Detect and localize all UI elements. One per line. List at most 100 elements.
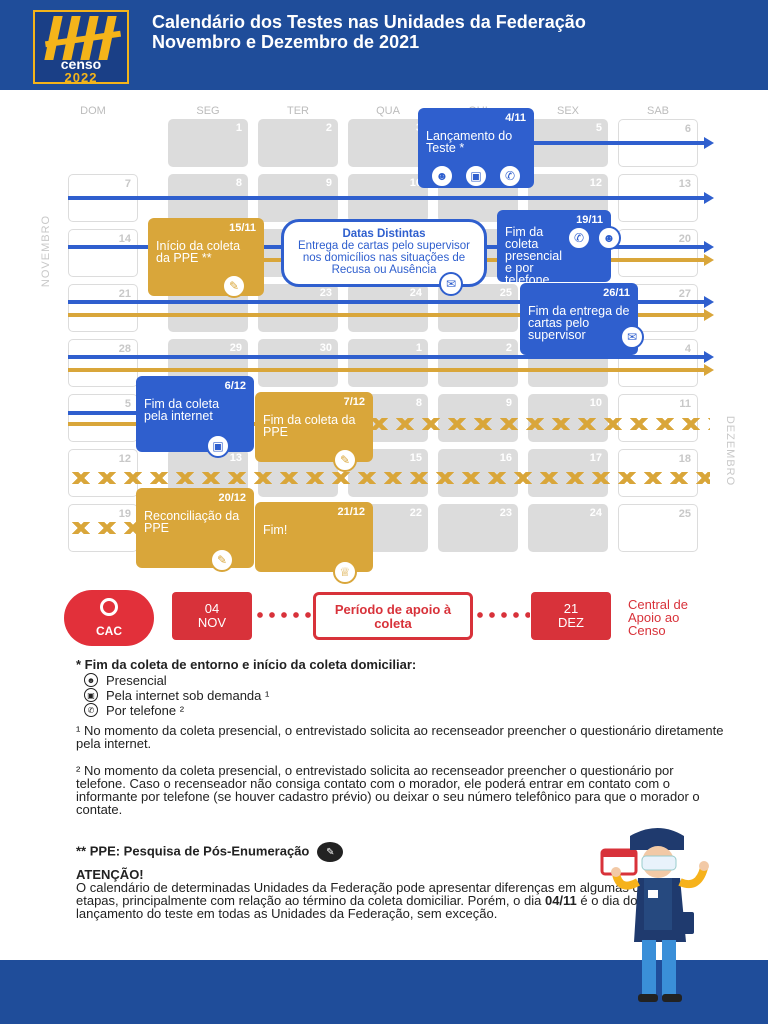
day-number: 17	[589, 452, 602, 464]
page-title: Calendário dos Testes nas Unidades da Fe…	[152, 12, 586, 52]
calendar-day-cell: 25	[618, 504, 698, 552]
ppe-icon: ✎	[210, 548, 234, 572]
census-agent-illustration	[600, 828, 709, 1002]
day-number: 15	[409, 452, 422, 464]
day-number: 20	[678, 233, 691, 245]
event-launch: 4/11 Lançamento do Teste * ☻ ▣ ✆	[418, 108, 534, 188]
support-period-box: Período de apoio à coleta	[313, 592, 473, 640]
dotted-connector	[474, 612, 530, 618]
ppe-icon: ✎	[222, 274, 246, 298]
legend-telefone: Por telefone ²	[106, 702, 185, 718]
distinct-dates-bubble: Datas Distintas Entrega de cartas pelo s…	[281, 219, 487, 296]
calendar-day-cell: 28	[68, 339, 138, 387]
day-number: 5	[595, 122, 602, 134]
day-number: 23	[319, 287, 332, 299]
support-end-date: 21 DEZ	[531, 592, 611, 640]
event-ppe-end: 7/12 Fim da coleta da PPE ✎	[255, 392, 373, 472]
dotted-connector	[254, 612, 312, 618]
timeline-line	[68, 411, 148, 415]
day-number: 9	[505, 397, 512, 409]
footnote-2: ² No momento da coleta presencial, o ent…	[76, 763, 700, 817]
day-name-seg: SEG	[196, 105, 220, 117]
ppe-note: ** PPE: Pesquisa de Pós-Enumeração✎	[76, 842, 726, 862]
legend-internet: Pela internet sob demanda ¹	[106, 687, 270, 703]
day-number: 18	[678, 453, 691, 465]
calendar-day-cell: 3	[348, 119, 428, 167]
calendar-day-cell: 1	[348, 339, 428, 387]
day-number: 25	[678, 508, 691, 520]
arrow-icon	[704, 137, 714, 149]
event-letters-end: 26/11 Fim da entrega de cartas pelo supe…	[520, 283, 644, 355]
person-icon: ☻	[430, 164, 454, 188]
calendar-day-cell: 30	[258, 339, 338, 387]
calendar-day-cell: 21	[68, 284, 138, 332]
computer-icon: ▣	[206, 434, 230, 458]
censo-logo: censo 2022	[33, 10, 129, 84]
day-number: 5	[124, 398, 131, 410]
day-number: 19	[118, 508, 131, 520]
star-note: * Fim da coleta de entorno e início da c…	[76, 657, 417, 718]
day-number: 24	[409, 287, 422, 299]
envelope-icon: ✉	[620, 325, 644, 349]
calendar-day-cell: 14	[68, 229, 138, 277]
day-number: 27	[678, 288, 691, 300]
calendar-day-cell: 24	[348, 284, 428, 332]
day-number: 2	[325, 122, 332, 134]
calendar-day-cell: 23	[258, 284, 338, 332]
cac-badge: CAC	[64, 590, 154, 646]
day-number: 14	[118, 233, 131, 245]
timeline-line	[68, 313, 704, 317]
trophy-icon: ♕	[333, 560, 357, 584]
day-number: 4	[684, 343, 691, 355]
month-label-december: DEZEMBRO	[724, 415, 737, 487]
phone-icon: ✆	[498, 164, 522, 188]
arrow-icon	[704, 192, 714, 204]
dashed-timeline	[68, 472, 710, 484]
event-ppe-reconcile: 20/12 Reconciliação da PPE ✎	[136, 488, 254, 572]
logo-tally-icon	[44, 16, 122, 60]
computer-icon: ▣	[84, 688, 98, 702]
day-number: 24	[589, 507, 602, 519]
day-number: 25	[499, 287, 512, 299]
ppe-icon: ✎	[333, 448, 357, 472]
person-icon: ☻	[597, 226, 621, 250]
day-name-qua: QUA	[376, 105, 400, 117]
day-number: 11	[679, 398, 691, 410]
day-number: 9	[325, 177, 332, 189]
timeline-line	[68, 355, 704, 359]
day-number: 30	[319, 342, 332, 354]
timeline-line	[68, 196, 704, 200]
day-number: 21	[118, 288, 131, 300]
computer-icon: ▣	[464, 164, 488, 188]
headset-icon	[100, 598, 118, 616]
timeline-line	[68, 368, 704, 372]
day-number: 23	[499, 507, 512, 519]
day-number: 8	[415, 397, 422, 409]
legend-presencial: Presencial	[106, 672, 167, 688]
calendar-day-cell: 23	[438, 504, 518, 552]
person-icon: ☻	[84, 673, 98, 687]
day-name-dom: DOM	[80, 105, 106, 117]
arrow-icon	[704, 351, 714, 363]
calendar-day-cell: 20	[618, 229, 698, 277]
phone-icon: ✆	[84, 703, 98, 717]
calendar-day-cell: 5	[68, 394, 138, 442]
day-number: 22	[409, 507, 422, 519]
arrow-icon	[704, 309, 714, 321]
arrow-icon	[704, 254, 714, 266]
header-banner: censo 2022 Calendário dos Testes nas Uni…	[0, 0, 768, 90]
event-finish: 21/12 Fim! ♕	[255, 502, 373, 584]
envelope-icon: ✉	[439, 272, 463, 296]
day-name-ter: TER	[287, 105, 309, 117]
day-number: 28	[118, 343, 131, 355]
timeline-line	[418, 141, 704, 145]
calendar-day-cell: 2	[438, 339, 518, 387]
arrow-icon	[704, 296, 714, 308]
event-internet-end: 6/12 Fim da coleta pela internet ▣	[136, 376, 254, 458]
day-number: 1	[415, 342, 422, 354]
calendar-day-cell: 1	[168, 119, 248, 167]
footnote-1: ¹ No momento da coleta presencial, o ent…	[76, 723, 724, 751]
footer-banner	[0, 960, 768, 1024]
day-name-sex: SEX	[556, 105, 579, 117]
event-ppe-start: 15/11 Início da coleta da PPE ** ✎	[148, 218, 264, 298]
